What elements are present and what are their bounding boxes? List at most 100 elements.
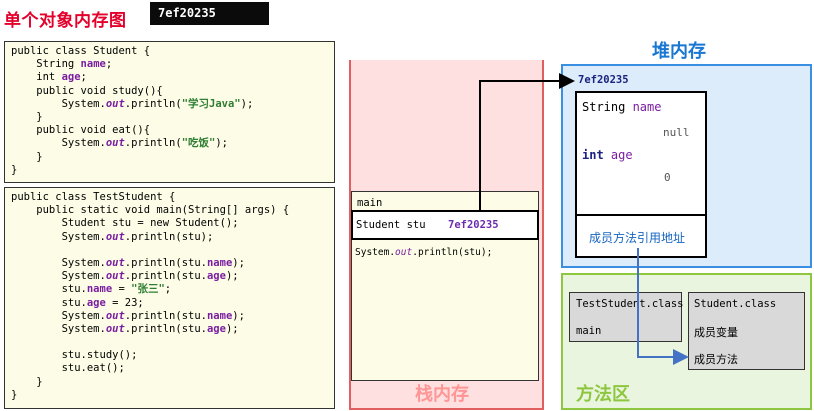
diagram-title: 单个对象内存图: [4, 11, 127, 31]
test-code-token: out: [105, 322, 125, 335]
student-code-token: );: [215, 137, 229, 150]
stack-variable-declaration: Student stu: [356, 219, 426, 231]
student-code-line: public void eat(){: [11, 124, 328, 137]
student-code-line: int age;: [11, 71, 328, 84]
student-code-token: int: [11, 71, 62, 84]
frame-print-statement: System.out.println(stu);: [355, 247, 492, 258]
test-code-line: System.out.println(stu);: [11, 231, 328, 244]
student-code-token: public void study(){: [11, 84, 163, 97]
student-code-token: out: [105, 97, 125, 110]
method-reference-arrow: [637, 248, 689, 365]
test-code-token: out: [105, 270, 125, 283]
student-code-line: }: [11, 164, 328, 177]
student-member-methods: 成员方法: [694, 353, 738, 366]
student-code-line: System.out.println("学习Java");: [11, 98, 328, 111]
student-code-line: }: [11, 111, 328, 124]
test-code-token: age: [206, 322, 226, 335]
test-code-line: stu.age = 23;: [11, 297, 328, 310]
heap-memory-label: 堆内存: [652, 41, 706, 62]
student-member-variables: 成员变量: [694, 326, 738, 339]
student-class-box: [688, 292, 805, 370]
test-code-token: stu.eat();: [11, 362, 125, 375]
student-code-token: System.: [11, 137, 106, 150]
frame-title: main: [357, 197, 383, 209]
student-code-token: age: [61, 71, 81, 84]
test-code-line: System.out.println(stu.name);: [11, 310, 328, 323]
test-code-token: );: [232, 309, 245, 322]
test-code-token: = 23;: [105, 296, 144, 309]
student-code-line: String name;: [11, 58, 328, 71]
student-class-name: Student.class: [694, 298, 777, 310]
field-name-identifier: name: [632, 100, 662, 114]
student-code-token: }: [11, 150, 43, 163]
heap-object-address: 7ef20235: [578, 74, 629, 86]
student-code-token: public class Student {: [11, 45, 151, 57]
test-code-line: Student stu = new Student();: [11, 217, 328, 230]
test-code-line: System.out.println(stu.age);: [11, 323, 328, 336]
test-code-line: System.out.println(stu.name);: [11, 257, 328, 270]
test-code-token: }: [11, 388, 18, 401]
student-object: [575, 91, 707, 258]
student-code-token: String: [11, 58, 81, 71]
test-code-line: }: [11, 389, 328, 402]
student-code-token: ;: [105, 58, 113, 71]
object-address-badge: 7ef20235: [150, 2, 269, 25]
stack-memory-label: 栈内存: [415, 384, 469, 405]
test-code-token: }: [11, 375, 43, 388]
test-code-token: .println(stu.: [124, 309, 207, 322]
test-code-token: stu.study();: [11, 349, 138, 362]
test-code-line: System.out.println(stu.age);: [11, 270, 328, 283]
student-code-token: "学习Java": [181, 97, 241, 110]
test-code-token: out: [105, 256, 125, 269]
test-code-token: System.: [11, 309, 106, 322]
test-code-token: =: [112, 283, 132, 296]
test-code-line: }: [11, 376, 328, 389]
test-code-token: );: [232, 256, 245, 269]
test-code-token: public class TestStudent {: [11, 191, 176, 203]
field-age-value: 0: [664, 171, 671, 184]
test-code-token: stu.: [11, 283, 87, 296]
test-code-line: stu.study();: [11, 349, 328, 362]
student-code-token: .println(: [124, 137, 182, 150]
student-code-token: }: [11, 163, 18, 176]
field-age-identifier: age: [610, 148, 633, 162]
test-code-token: System.: [11, 256, 106, 269]
stack-variable-value: 7ef20235: [448, 219, 499, 231]
test-code-line: stu.eat();: [11, 362, 328, 375]
test-code-token: System.: [11, 270, 106, 283]
student-code-token: .println(: [124, 97, 182, 110]
student-code-token: public void eat(){: [11, 124, 151, 137]
test-code-token: .println(stu.: [124, 256, 207, 269]
test-code-token: System.: [11, 230, 106, 243]
stack-variable-stu: [351, 210, 539, 240]
test-code-token: out: [105, 309, 125, 322]
student-code-line: System.out.println("吃饭");: [11, 137, 328, 150]
test-code-token: );: [225, 322, 239, 335]
student-code-line: public void study(){: [11, 85, 328, 98]
student-code-token: "吃饭": [181, 137, 216, 150]
test-code-line: stu.name = "张三";: [11, 283, 328, 296]
field-age-type: int: [582, 148, 611, 162]
student-code-token: System.: [11, 97, 106, 110]
test-code-token: public static void main(String[] args) {: [11, 204, 290, 217]
reference-arrow: [479, 73, 575, 210]
test-code-line: public static void main(String[] args) {: [11, 204, 328, 217]
test-code-token: out: [105, 230, 125, 243]
test-code-token: );: [225, 270, 239, 283]
method-reference-address: 成员方法引用地址: [589, 231, 686, 245]
test-code-token: .println(stu.: [124, 322, 207, 335]
print-suffix: .println(stu);: [412, 247, 493, 258]
test-student-class-code: public class TestStudent { public static…: [4, 187, 335, 409]
field-name-type: String: [582, 100, 633, 114]
test-code-token: age: [206, 270, 226, 283]
test-code-token: ;: [164, 283, 172, 296]
test-student-class-name: TestStudent.class: [576, 298, 684, 310]
print-out: out: [395, 247, 413, 258]
test-code-token: age: [86, 296, 106, 309]
test-student-main-method: main: [576, 325, 602, 337]
test-code-token: name: [206, 309, 233, 322]
method-area-label: 方法区: [576, 384, 630, 405]
test-code-token: .println(stu);: [124, 230, 214, 243]
student-code-token: name: [80, 58, 106, 71]
